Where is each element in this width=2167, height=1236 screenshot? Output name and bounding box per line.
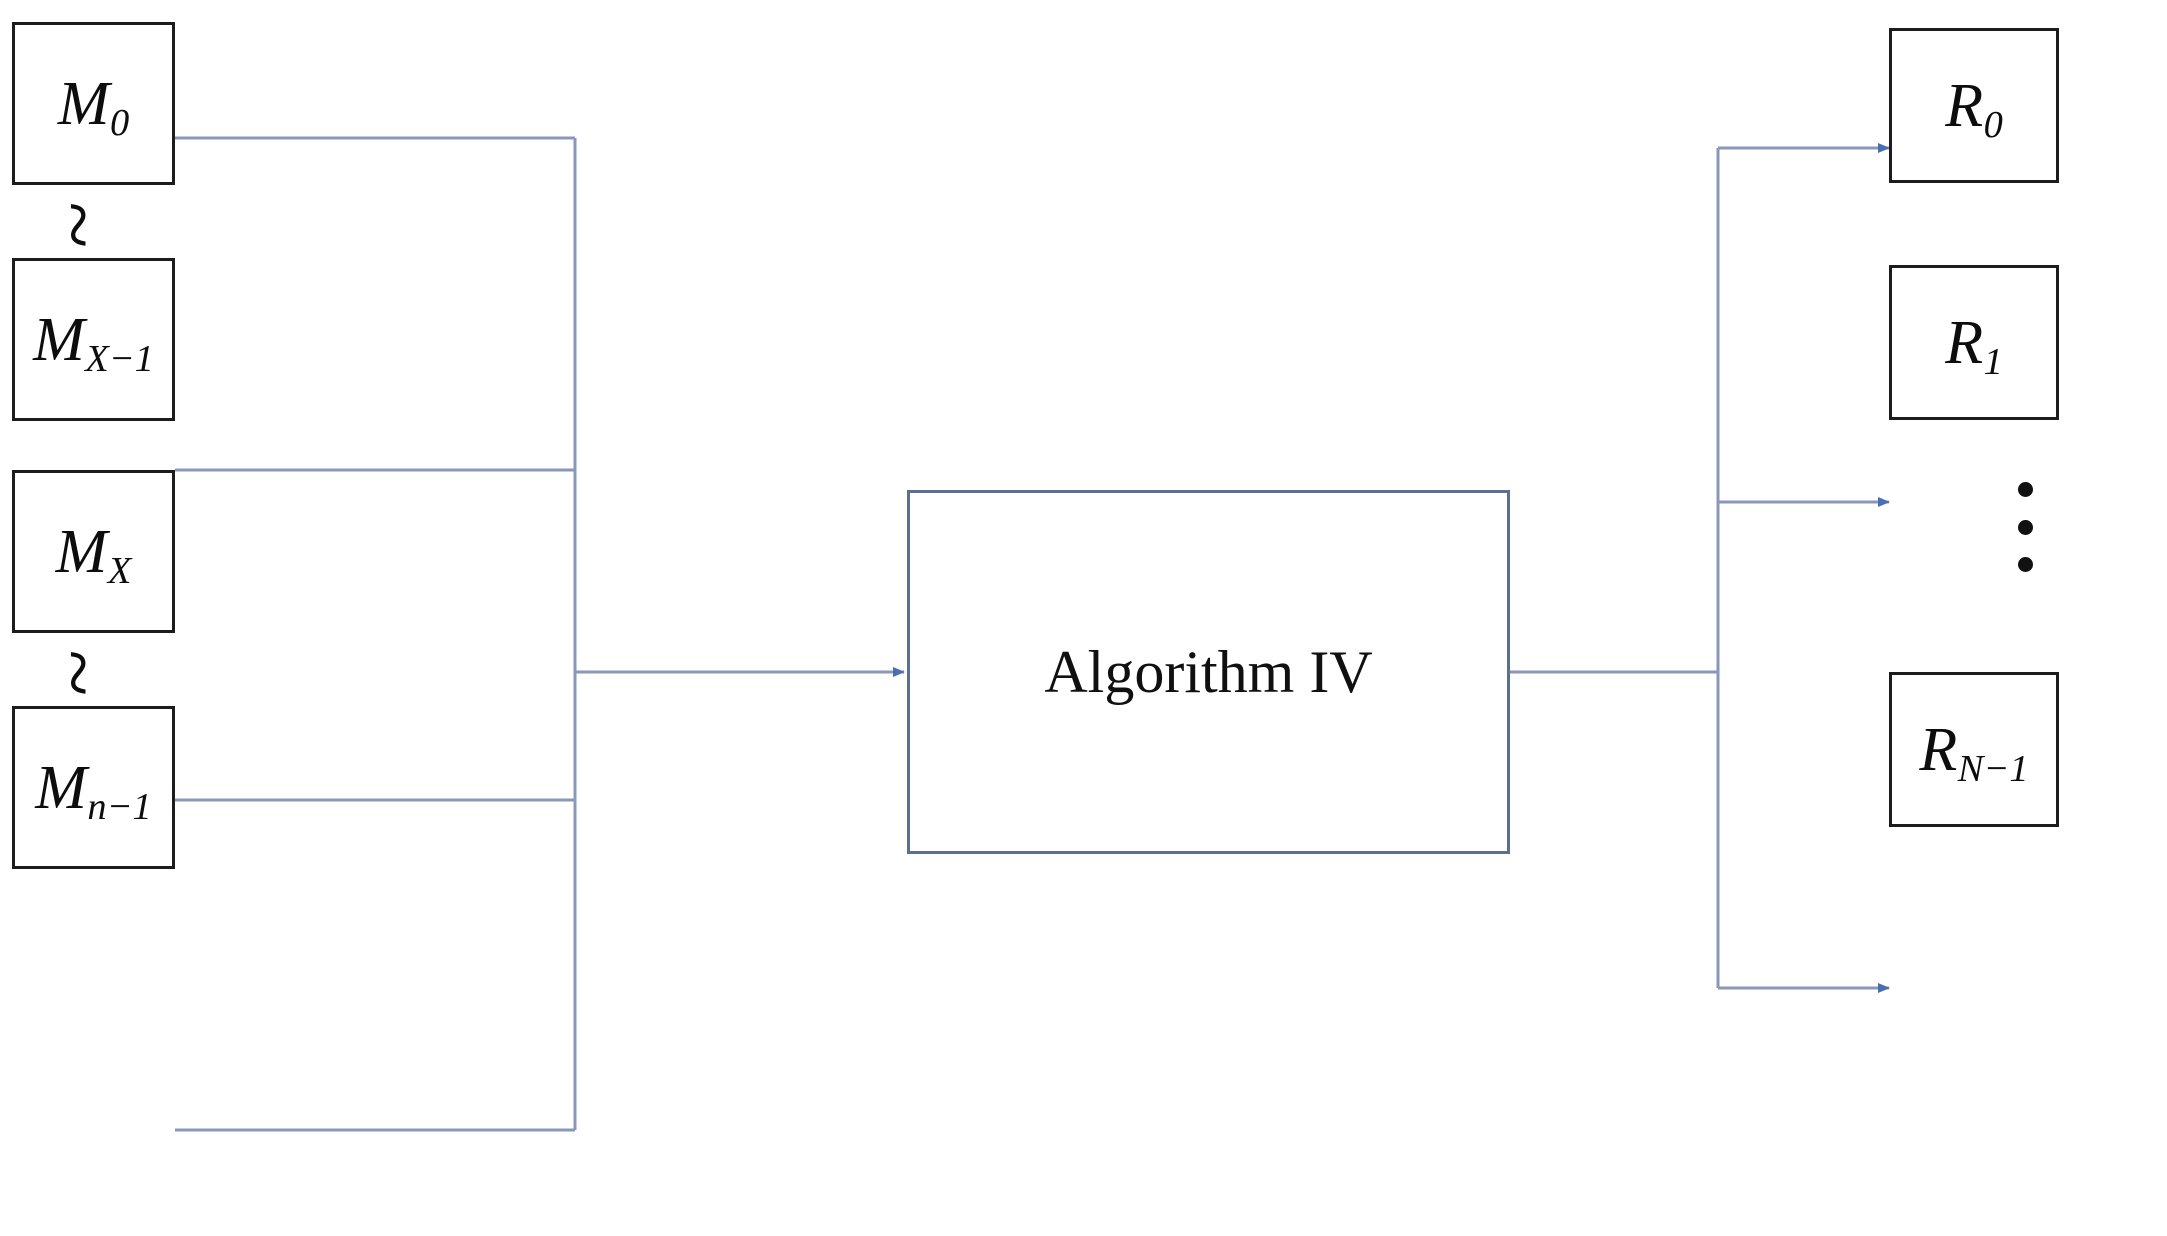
process-label: Algorithm IV (1044, 638, 1373, 705)
ellipsis-dot (2017, 482, 2033, 497)
input-box-mx[interactable]: MX (12, 470, 175, 633)
output-label-rn-minus-1: RN−1 (1919, 715, 2029, 791)
output-box-r0[interactable]: R0 (1889, 28, 2059, 183)
input-label-mx: MX (55, 517, 132, 593)
output-box-r1[interactable]: R1 (1889, 265, 2059, 420)
output-box-rn-minus-1[interactable]: RN−1 (1889, 672, 2059, 827)
output-label-r1: R1 (1945, 308, 2003, 384)
input-label-m0: M0 (57, 69, 130, 145)
input-ellipsis-upper: ~ (31, 201, 127, 249)
input-label-mx-minus-1: MX−1 (33, 305, 154, 381)
ellipsis-dot (2017, 557, 2033, 572)
input-box-m0[interactable]: M0 (12, 22, 175, 185)
input-box-mx-minus-1[interactable]: MX−1 (12, 258, 175, 421)
input-ellipsis-lower: ~ (31, 649, 127, 697)
process-box-algorithm-iv[interactable]: Algorithm IV (907, 490, 1510, 854)
output-label-r0: R0 (1945, 71, 2003, 147)
input-box-mn-minus-1[interactable]: Mn−1 (12, 706, 175, 869)
ellipsis-dot (2017, 519, 2033, 535)
input-label-mn-minus-1: Mn−1 (35, 753, 152, 829)
output-ellipsis-vertical-dots (2017, 482, 2033, 572)
